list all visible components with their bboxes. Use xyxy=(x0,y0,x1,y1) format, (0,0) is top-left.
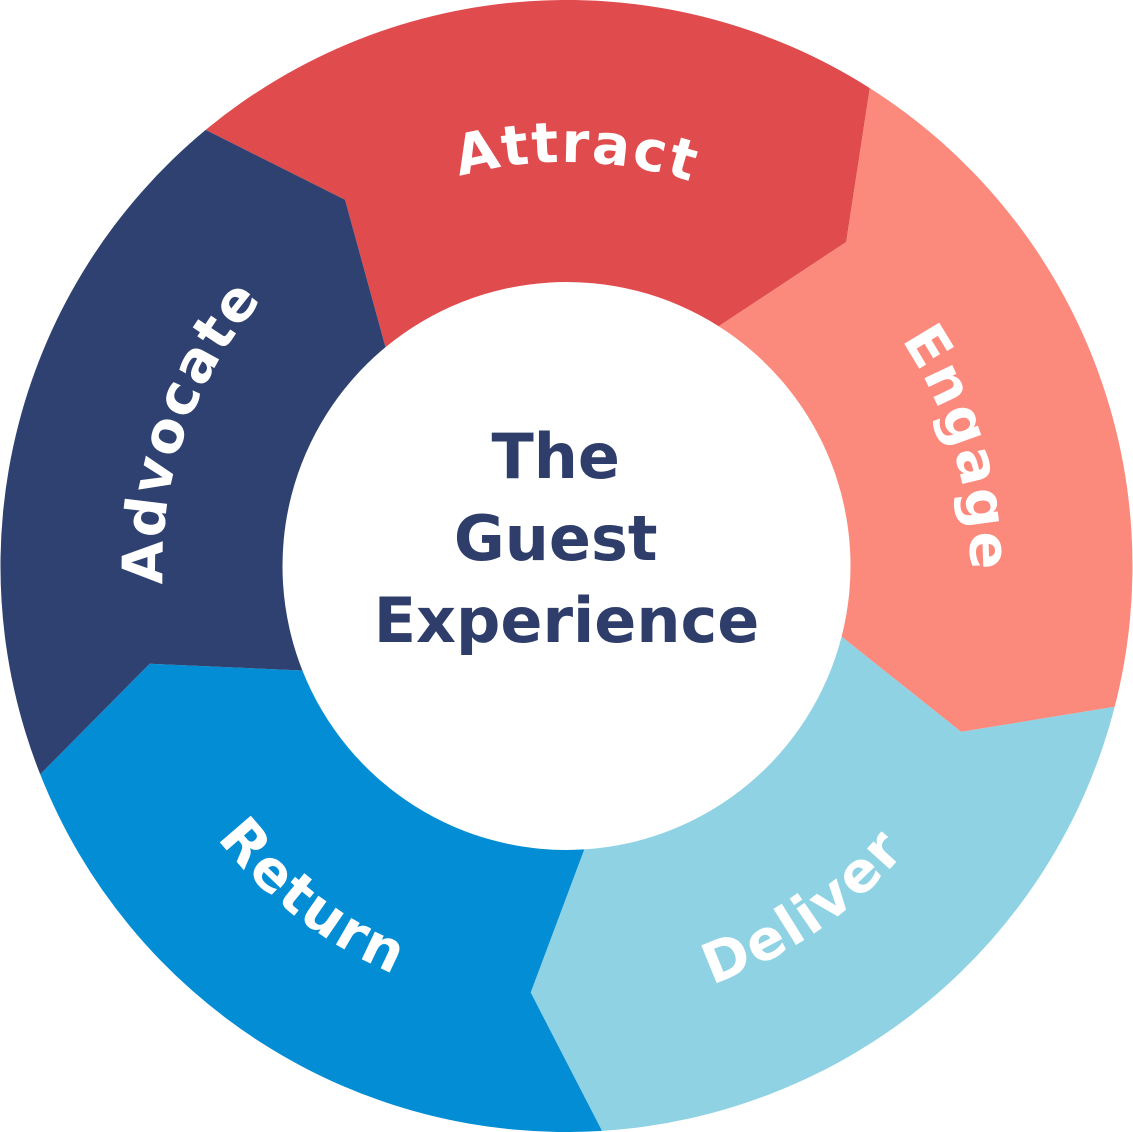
center-title-line-3: Experience xyxy=(374,584,760,657)
segment-deliver xyxy=(530,636,1115,1131)
segment-advocate xyxy=(0,129,386,775)
center-title-line-2: Guest xyxy=(454,502,658,575)
segment-return xyxy=(40,663,602,1132)
segment-engage xyxy=(718,88,1133,732)
center-title-line-1: The xyxy=(491,420,619,493)
center-title: The Guest Experience xyxy=(374,420,760,657)
segment-attract xyxy=(205,0,870,348)
